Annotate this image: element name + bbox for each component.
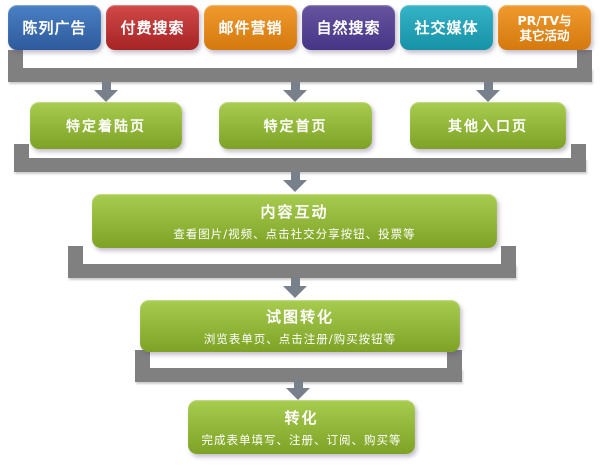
- stage-subtitle: 完成表单填写、注册、订阅、购买等: [201, 432, 402, 447]
- entry-label: 特定着陆页: [66, 118, 146, 135]
- connector1-left-stub: [8, 50, 23, 70]
- connector3-left-stub: [68, 246, 83, 266]
- source-label-line2: 其它活动: [519, 27, 570, 43]
- connector3-right-stub: [501, 246, 516, 266]
- source-label: 社交媒体: [414, 19, 479, 37]
- entry-box-landing-page: 特定着陆页: [30, 102, 182, 149]
- source-box-email-marketing: 邮件营销: [204, 5, 297, 50]
- connector4-bar: [135, 368, 462, 382]
- stage-title: 试图转化: [265, 307, 334, 326]
- source-box-paid-search: 付费搜索: [106, 5, 199, 50]
- stage-subtitle: 浏览表单页、点击注册/购买按钮等: [203, 331, 397, 346]
- stage-box-content-interaction: 内容互动 查看图片/视频、点击社交分享按钮、投票等: [92, 194, 497, 248]
- source-box-pr-tv-other: PR/TV与 其它活动: [498, 5, 591, 50]
- stage-title: 内容互动: [260, 202, 329, 221]
- stage-title: 转化: [284, 408, 319, 427]
- source-label: 付费搜索: [120, 19, 185, 37]
- down-arrow-conversion: [286, 380, 310, 400]
- source-label: 邮件营销: [218, 19, 283, 37]
- down-arrow-content-interaction: [283, 172, 307, 192]
- stage-box-attempted-conversion: 试图转化 浏览表单页、点击注册/购买按钮等: [140, 300, 460, 352]
- source-box-display-ads: 陈列广告: [8, 5, 101, 50]
- connector1-right-stub: [577, 50, 592, 70]
- connector1-bar: [8, 68, 592, 82]
- down-arrow-landing-page: [94, 82, 118, 102]
- connector4-left-stub: [135, 350, 150, 370]
- down-arrow-homepage: [283, 82, 307, 102]
- source-label-line1: PR/TV与: [517, 12, 572, 28]
- source-label: 自然搜索: [316, 19, 381, 37]
- down-arrow-other-entry: [476, 82, 500, 102]
- connector2-right-stub: [571, 144, 586, 160]
- source-box-organic-search: 自然搜索: [302, 5, 395, 50]
- connector2-bar: [14, 158, 586, 172]
- stage-box-conversion: 转化 完成表单填写、注册、订阅、购买等: [188, 400, 415, 454]
- source-label: 陈列广告: [22, 19, 87, 37]
- entry-label: 特定首页: [263, 118, 328, 135]
- connector4-right-stub: [447, 350, 462, 370]
- source-box-social-media: 社交媒体: [400, 5, 493, 50]
- entry-box-homepage: 特定首页: [219, 102, 372, 149]
- connector3-bar: [68, 264, 516, 278]
- entry-label: 其他入口页: [448, 118, 528, 135]
- down-arrow-attempted-conversion: [283, 278, 307, 298]
- stage-subtitle: 查看图片/视频、点击社交分享按钮、投票等: [173, 226, 416, 241]
- connector2-left-stub: [14, 144, 29, 160]
- entry-box-other-entry: 其他入口页: [410, 102, 566, 149]
